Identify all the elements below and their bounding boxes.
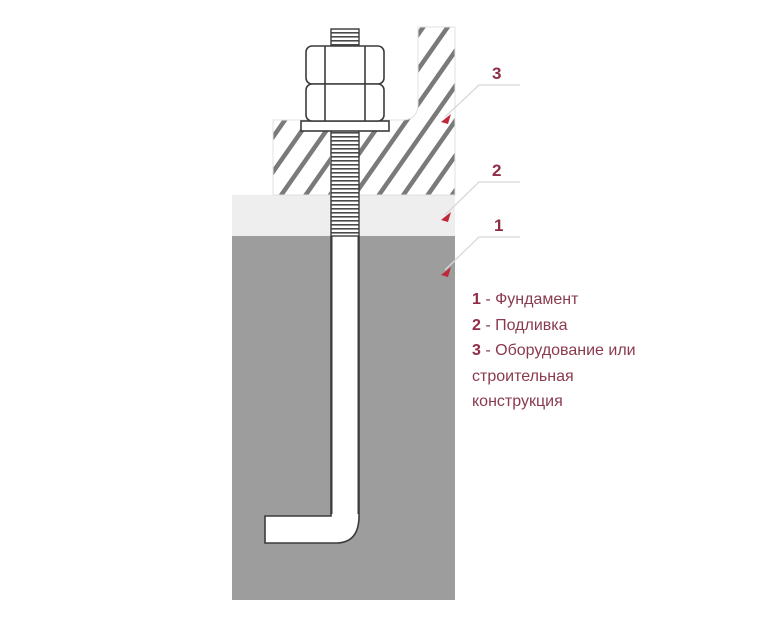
legend-continuation-line: конструкция (472, 393, 563, 410)
legend-separator: - (480, 291, 496, 308)
legend-text: Фундамент (495, 291, 579, 308)
arrow-icon-2 (441, 212, 451, 222)
legend: 1 - Фундамент 2 - Подливка 3 - Оборудова… (472, 287, 636, 415)
legend-text: Подливка (495, 316, 568, 334)
anchor-bolt-shank (264, 236, 360, 544)
bolt-thread-top (330, 28, 360, 48)
legend-text: Оборудование или (495, 342, 636, 359)
legend-item-foundation: 1 - Фундамент (472, 287, 636, 313)
callout-number-1: 1 (494, 216, 504, 235)
nut (305, 45, 385, 122)
arrow-icon-1 (441, 267, 451, 277)
legend-number: 1 (472, 291, 481, 308)
legend-separator: - (480, 316, 496, 334)
callout-number-3: 3 (492, 64, 502, 83)
bolt-thread (330, 119, 360, 237)
callout-number-2: 2 (492, 161, 502, 180)
legend-item-equipment: 3 - Оборудование или (472, 338, 636, 364)
legend-continuation-line: строительная (472, 367, 574, 385)
washer (300, 120, 390, 132)
legend-number: 2 (472, 316, 481, 334)
legend-separator: - (480, 342, 496, 359)
legend-item-grout: 2 - Подливка (472, 313, 636, 339)
callout-arrow-icons (441, 114, 451, 277)
legend-number: 3 (472, 342, 481, 359)
arrow-icon-3 (441, 114, 451, 124)
callout-lines (444, 84, 520, 271)
